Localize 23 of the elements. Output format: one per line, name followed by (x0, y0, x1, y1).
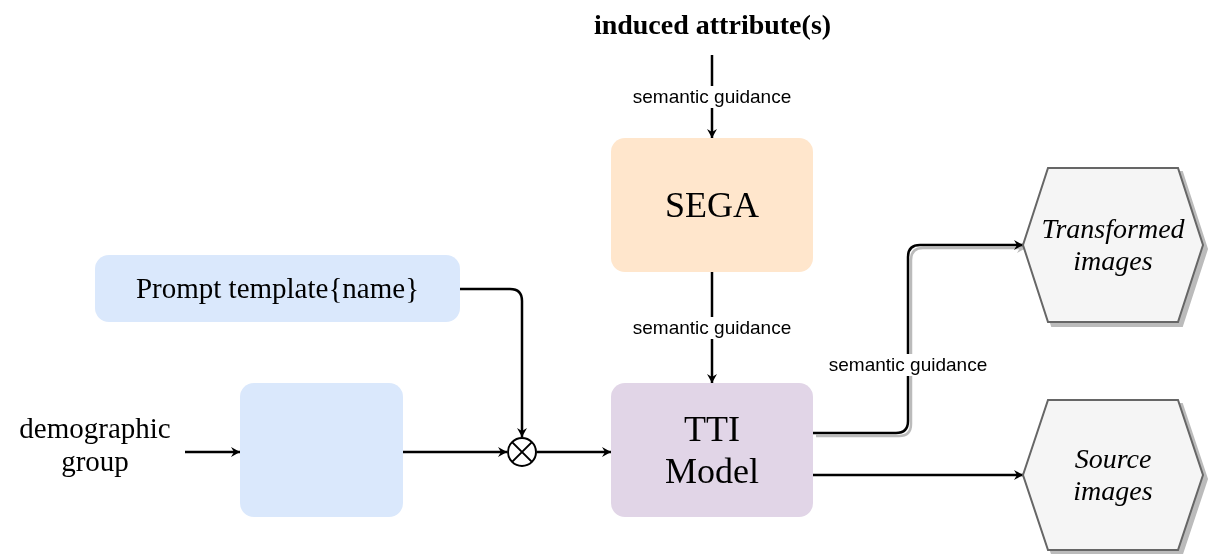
process-box (240, 383, 403, 517)
process-box (611, 383, 813, 517)
node-text: TTI Model (664, 408, 760, 492)
edge-label: semantic guidance (826, 354, 990, 376)
node-text: Source images (1072, 443, 1154, 507)
node-label: demographic group (18, 412, 172, 478)
arrow (813, 470, 1023, 480)
node-text: Prompt template{name} (134, 272, 421, 305)
process-box (611, 138, 813, 272)
edge-label: semantic guidance (630, 86, 794, 108)
node-text: Transformed images (1040, 213, 1186, 277)
arrow (813, 240, 1023, 435)
arrow (460, 287, 527, 437)
arrow (403, 447, 507, 457)
arrow (537, 447, 611, 457)
node-text: SEGA (664, 184, 760, 226)
heading-text: induced attribute(s) (593, 9, 832, 41)
multiply-circle (507, 437, 537, 467)
output-hexagon (1023, 400, 1203, 550)
arrow (185, 447, 240, 457)
process-box (95, 255, 460, 322)
output-hexagon (1023, 168, 1203, 322)
edge-label: semantic guidance (630, 317, 794, 339)
